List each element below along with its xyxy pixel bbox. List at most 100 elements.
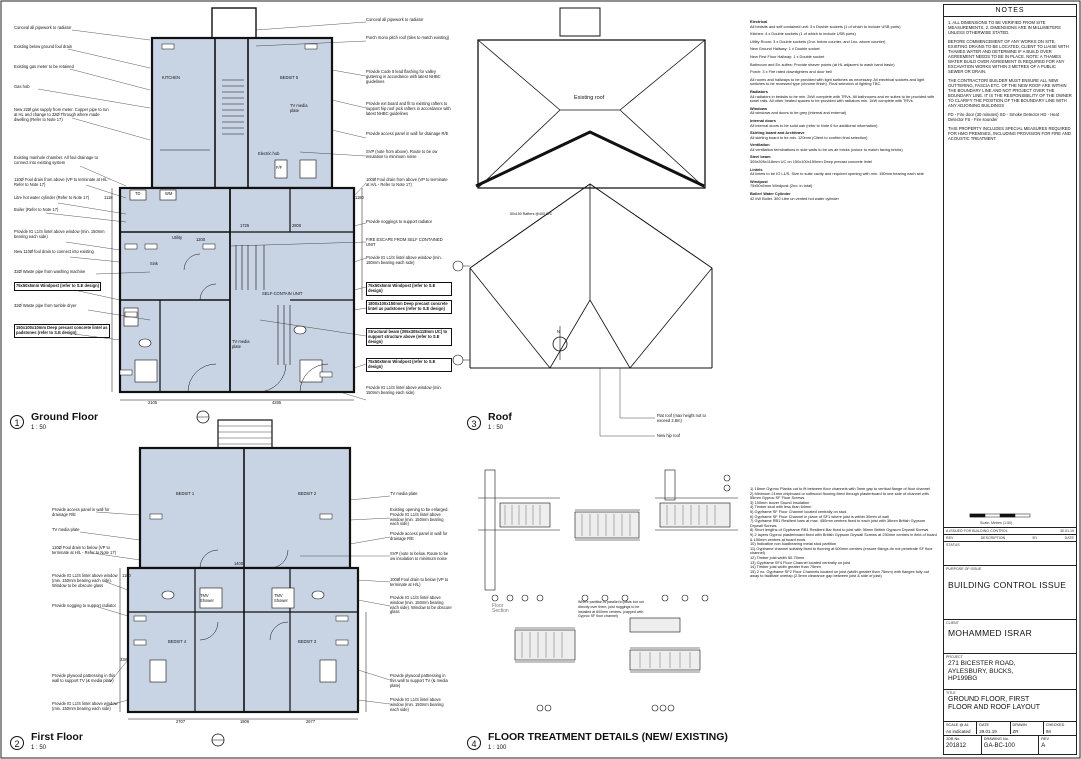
floor-note: 15) 2 no. Gypframe SF2 Floor Channels lo… xyxy=(750,568,930,579)
floor-note: 2) Minimum 21mm chipboard or softwood fl… xyxy=(750,490,929,501)
floor-section-label: Floor Section xyxy=(492,603,509,614)
dimension: 3380 xyxy=(120,657,130,662)
annotation: Existing gas meter to be retained xyxy=(14,64,74,69)
annotation: Provide noggings to support radiator xyxy=(366,219,432,224)
roof-plan xyxy=(452,7,713,437)
spec-text: All internal doors to be solid oak (refe… xyxy=(750,122,878,128)
spec-text: All bedsits and self contained unit: 3 x… xyxy=(750,23,901,29)
date-label: DATE xyxy=(979,723,990,727)
annotation: Conceal all pipework to radiator xyxy=(366,17,424,22)
general-note: BEFORE COMMENCEMENT OF ANY WORKS ON SITE… xyxy=(948,39,1069,74)
room-label: BEDSIT 3 xyxy=(298,639,317,644)
view-number: 4 xyxy=(467,736,481,750)
view-title: Roof xyxy=(488,411,512,423)
drawn-value: ZR xyxy=(1012,729,1019,734)
dimension: 1180 xyxy=(122,573,131,578)
room-label: TV media plate xyxy=(232,339,250,349)
floor-note: 13) Gypframe SF4 Floor Channel located c… xyxy=(750,559,851,565)
ground-floor-plan xyxy=(37,7,367,424)
room-label: Electric hob xyxy=(258,151,280,156)
view-scale: 1 : 100 xyxy=(488,745,507,751)
general-note: THE CONTRACTOR/ BUILDER MUST ENSURE ALL … xyxy=(948,78,1072,108)
client-box: CLIENT MOHAMMED ISRAR xyxy=(944,619,1076,649)
spec-heading: Windows xyxy=(750,105,768,111)
annotation: Gas hob xyxy=(14,84,30,89)
td-unit xyxy=(129,189,147,201)
client-label: CLIENT xyxy=(946,621,959,625)
annotation: Provide Code 5 lead flashing for valley … xyxy=(366,69,441,84)
floor-note: 10) Indicative non loadbearing metal stu… xyxy=(750,541,837,547)
dimension: 1806 xyxy=(240,719,250,724)
drawing-title-line: FLOOR AND ROOF LAYOUT xyxy=(948,704,1041,711)
checked-value: IM xyxy=(1045,729,1051,734)
annotation: TV media plate xyxy=(390,491,418,496)
client-name: MOHAMMED ISRAR xyxy=(948,628,1033,638)
project-line: HP199BG xyxy=(948,675,978,682)
spec-heading: Ventilation xyxy=(750,142,770,148)
project-label: PROJECT xyxy=(946,655,963,659)
dimension: 1118 xyxy=(104,195,113,200)
floor-treatment-notes: 1) 18mm Gyproc Planks cut to fit between… xyxy=(750,486,938,579)
annotation: Provide IG L1/S lintel above window (min… xyxy=(366,385,442,395)
purpose-label: PURPOSE OF ISSUE xyxy=(946,567,982,571)
spec-text: All rooms and hallways to be provided wi… xyxy=(750,76,925,87)
job-number: 201812 xyxy=(946,743,967,749)
job-label: JOB No. xyxy=(946,737,961,741)
annotation: TV media plate xyxy=(52,527,80,532)
annotation: New 110Ø foul drain to connect into exis… xyxy=(14,249,94,254)
revision-date: 30.01.19 xyxy=(1060,529,1074,533)
spec-text: Utility Room: 3 x Double sockets (2no. b… xyxy=(750,38,886,44)
spec-text: 305x305x118mm UC on 150x100x150mm Deep p… xyxy=(750,159,872,165)
floor-note: 1) 18mm Gyproc Planks cut to fit between… xyxy=(750,486,930,491)
revision-header: DATE xyxy=(1064,536,1074,540)
dimension: 2105 xyxy=(148,400,158,405)
annotation: 1800x100x150mm Deep precast concrete lin… xyxy=(366,300,452,314)
annotation: Existing opening to be enlarged. Provide… xyxy=(390,507,449,527)
date-value: 29.01.19 xyxy=(979,729,997,734)
annotation: Provide access panel in wall for drainag… xyxy=(366,131,449,136)
dimension: 2800 xyxy=(292,223,302,228)
revision-entry: A ISSUED FOR BUILDING CONTROL xyxy=(946,529,1008,533)
spec-text: All windows and doors to be grey (intern… xyxy=(750,110,847,116)
drawn-label: DRAWN xyxy=(1012,723,1027,727)
room-label: BEDSIT 5 xyxy=(280,75,299,80)
dimension: 2707 xyxy=(176,719,186,724)
annotation: 32Ø Waste pipe from tumble dryer xyxy=(14,303,77,308)
floor-note: 8) Short lengths of Gypframe RB1 Resilie… xyxy=(750,527,929,533)
room-label: TMV Shower xyxy=(200,593,214,603)
annotation: Provide IG L1/S lintel above window (min… xyxy=(366,255,442,265)
room-label: TV media plate xyxy=(290,103,308,113)
annotation: Litre hot water cylinder (Refer to Note … xyxy=(14,195,90,200)
spec-text: All ventilation terminations in side wal… xyxy=(750,146,903,152)
view-number: 1 xyxy=(10,415,24,429)
annotation: Provide IG L1/S lintel above window (min… xyxy=(390,595,452,615)
view-title: Ground Floor xyxy=(31,411,99,423)
spec-text: Porch: 3 x Fire rated downlighters and d… xyxy=(750,69,832,75)
spec-text: All lintels to be IG L1/S. Size to suite… xyxy=(750,171,924,177)
room-label: WM xyxy=(165,191,173,196)
spec-text: All radiators in bedsits to be min. 2kW … xyxy=(750,93,935,104)
room-label: TMV Shower xyxy=(274,593,288,603)
general-note: THIS PROPERTY INCLUDES SPECIAL MEASURES … xyxy=(948,126,1071,141)
spec-text: New Ground Hallway: 1 x Double socket xyxy=(750,46,820,52)
notes-title: NOTES xyxy=(944,5,1076,17)
dimension: 1725 xyxy=(240,223,250,228)
annotation: Provide IG L1/S lintel above window (min… xyxy=(52,701,118,711)
annotation: FIRE ESCAPE FROM SELF CONTAINED UNIT xyxy=(366,237,443,247)
spec-heading: Electrical xyxy=(750,19,768,24)
project-line: AYLESBURY, BUCKS, xyxy=(948,667,1014,675)
title-box: TITLE GROUND FLOOR, FIRST FLOOR AND ROOF… xyxy=(944,689,1076,719)
annotation: 110Ø Foul drain from above (VP to termin… xyxy=(14,177,110,187)
roof-label: 50x150 Rafters @400 C/C xyxy=(510,212,553,216)
status-label: STATUS xyxy=(946,543,960,547)
floor-note: 14) Timber joist width greater than 75mm xyxy=(750,564,821,570)
view-scale: 1 : 50 xyxy=(31,745,47,751)
rev-value: A xyxy=(1041,743,1046,749)
floor-note: 7) Gypframe RB1 Resilient bars at max. 4… xyxy=(750,518,926,528)
annotation: Provide plywood pattressing in this wall… xyxy=(390,673,448,688)
spec-text: 42 kW Boiler. 300 Litre un vented hot wa… xyxy=(750,195,839,201)
view-title: FLOOR TREATMENT DETAILS (NEW/ EXISTING) xyxy=(488,731,728,743)
